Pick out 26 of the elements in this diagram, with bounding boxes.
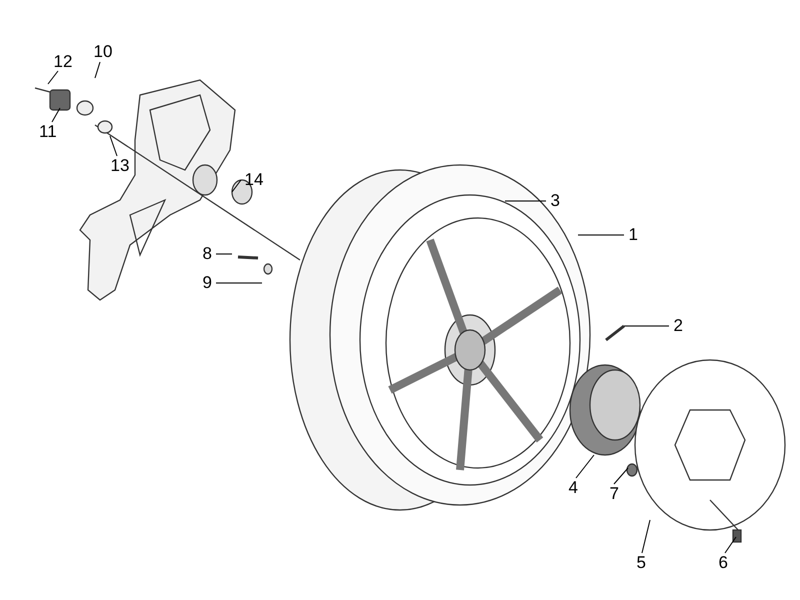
callout-number: 4 (568, 479, 578, 497)
callout-number: 6 (718, 554, 728, 572)
callout-number: 7 (610, 485, 619, 503)
callout-number: 1 (628, 226, 638, 244)
callout-number: 5 (636, 554, 646, 572)
leader-line (232, 180, 242, 192)
callout-number: 8 (202, 245, 212, 263)
leader-line (578, 234, 624, 236)
callout-number: 3 (550, 192, 560, 210)
leader-line (614, 468, 628, 484)
leader-line (94, 62, 100, 78)
leader-line (110, 136, 118, 156)
callout-number: 2 (674, 317, 683, 335)
callout-number: 12 (54, 53, 72, 71)
leader-line (52, 108, 60, 122)
callout-number: 14 (244, 171, 264, 189)
callout-number: 13 (110, 157, 130, 175)
leader-line (216, 282, 262, 284)
callout-number: 10 (94, 43, 112, 61)
leader-line (724, 536, 736, 554)
leader-line (48, 70, 58, 84)
leader-line (576, 454, 594, 478)
callout-number: 11 (39, 123, 57, 141)
leader-line (504, 200, 546, 202)
leader-line (642, 520, 650, 554)
callout-number: 9 (202, 274, 212, 292)
